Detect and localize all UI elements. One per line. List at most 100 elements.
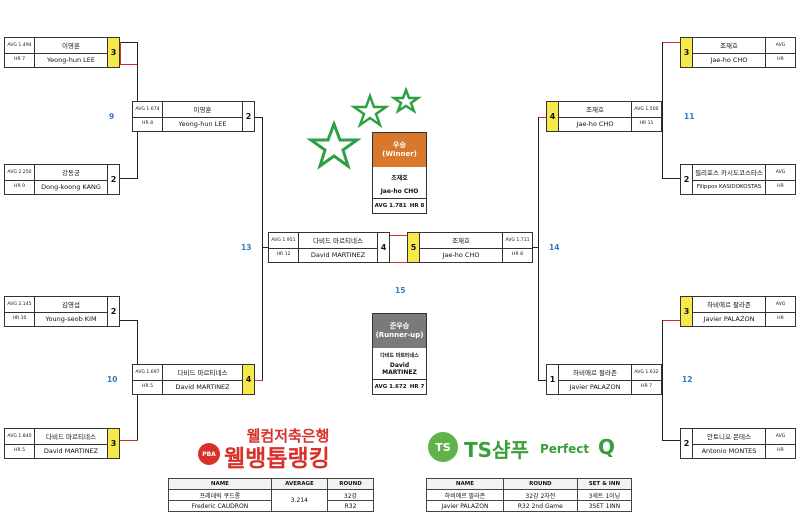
set-score: 2	[681, 429, 693, 458]
star-icon	[350, 92, 390, 129]
runnerup-name-kr: 다비드 마르티네스	[380, 353, 419, 359]
ts-brand: TS샴푸	[464, 438, 529, 462]
match-number: 10	[107, 375, 118, 384]
player-name-kr: 이영훈	[193, 106, 212, 115]
cell-name-en: Javier PALAZON	[426, 500, 504, 512]
avg-value: AVG 1.500	[631, 102, 661, 117]
bracket-line	[120, 64, 138, 65]
runnerup-header: 준우승 (Runner-up)	[373, 314, 426, 348]
player-name-en: David MARTINEZ	[175, 382, 230, 391]
ts-shampoo-logo: TS TS샴푸 Perfect Q	[428, 432, 628, 462]
cell-set-en: 3SET 1INN	[576, 500, 633, 512]
col-header: ROUND	[327, 478, 374, 490]
hr-value: HR 7	[5, 52, 35, 67]
match-number: 12	[682, 375, 693, 384]
bracket-line	[538, 117, 539, 380]
avg-value: AVG	[765, 165, 795, 180]
bracket-line	[137, 117, 138, 179]
runnerup-box: 준우승 (Runner-up) 다비드 마르티네스 David MARTINEZ…	[372, 313, 427, 395]
set-score: 5	[408, 233, 420, 262]
player-name-en: Dong-koong KANG	[41, 182, 101, 191]
match-number: 11	[684, 112, 695, 121]
avg-value: AVG 1.711	[502, 233, 532, 248]
player-name-en: Antonio MONTES	[701, 446, 757, 455]
winner-box: 우승 (Winner) 조재호 Jae-ho CHO AVG 1.781 HR …	[372, 132, 427, 214]
bracket-line	[662, 178, 680, 179]
set-score: 2	[242, 102, 254, 131]
bracket-line	[120, 42, 121, 64]
set-score: 2	[107, 165, 119, 194]
runnerup-name-en-1: David	[389, 362, 410, 369]
bank-name: 웰컴저축은행	[246, 427, 330, 445]
cell-set-kr: 3세트 1이닝	[576, 489, 633, 501]
match-number: 15	[395, 286, 406, 295]
winner-header: 우승 (Winner)	[373, 133, 426, 167]
avg-value: AVG 1.697	[133, 365, 163, 380]
col-header: ROUND	[502, 478, 578, 490]
set-score: 2	[107, 297, 119, 326]
runnerup-name-en-2: MARTINEZ	[382, 369, 417, 376]
avg-value: AVG 1.951	[269, 233, 299, 248]
winner-name-kr: 조재호	[391, 175, 408, 182]
bracket-line	[538, 117, 546, 118]
winner-title-en: (Winner)	[382, 150, 417, 158]
bracket-line	[137, 320, 138, 380]
winner-title: 우승	[393, 140, 406, 149]
avg-value: AVG	[765, 38, 795, 53]
bracket-line	[662, 320, 663, 440]
bracket-line	[662, 42, 680, 43]
avg-value: AVG 2.250	[5, 165, 35, 180]
player-name-kr: 필리포스 카시도코스타스	[695, 169, 763, 178]
bracket-line	[255, 117, 263, 118]
cell-round-en: R32 2nd Game	[502, 500, 578, 512]
cell-round-kr: 32강	[327, 489, 374, 501]
bracket-line	[255, 380, 263, 381]
runnerup-stats: AVG 1.672 HR 7	[373, 379, 426, 394]
bracket-line	[662, 440, 680, 441]
hr-value: HR	[765, 311, 795, 326]
player-name-en: Jae-ho CHO	[442, 250, 480, 259]
cell-name-kr: 하비에르 팔라존	[426, 489, 504, 501]
bracket-line	[262, 247, 268, 248]
avg-value: AVG 1.781	[374, 203, 407, 209]
player-name-kr: 다비드 마르티네스	[46, 433, 96, 442]
player-name-en: David MARTINEZ	[310, 250, 366, 259]
set-score: 2	[681, 165, 693, 194]
bracket-line	[120, 440, 138, 441]
col-header: NAME	[168, 478, 272, 490]
player-name-en: Javier PALAZON	[703, 314, 755, 323]
player-name-kr: 조재호	[586, 106, 604, 115]
hr-value: HR 9	[5, 179, 35, 194]
bank-ranking-title: 웰뱅톱랭킹	[224, 446, 330, 472]
hr-value: HR 8	[409, 203, 425, 209]
hr-value: HR 5	[5, 443, 35, 458]
bracket-line	[662, 320, 680, 321]
hr-value: HR 7	[631, 379, 661, 394]
col-header: NAME	[426, 478, 504, 490]
hr-value: HR 8	[133, 116, 163, 131]
set-score: 1	[547, 365, 559, 394]
winner-name-en: Jae-ho CHO	[380, 188, 419, 195]
match-number: 14	[549, 243, 560, 252]
player-name-en: Yeong-hun LEE	[47, 55, 95, 64]
bracket-line	[137, 53, 138, 117]
bracket-line	[538, 380, 546, 381]
player-name-en: Young-seob KIM	[45, 314, 97, 323]
runnerup-title-en: (Runner-up)	[375, 331, 424, 339]
hr-value: HR	[765, 443, 795, 458]
avg-value: AVG 1.840	[5, 429, 35, 444]
bracket-line	[137, 380, 138, 440]
avg-value: AVG 1.674	[133, 102, 163, 117]
avg-value: AVG 1.632	[631, 365, 661, 380]
bracket-line	[120, 178, 138, 179]
